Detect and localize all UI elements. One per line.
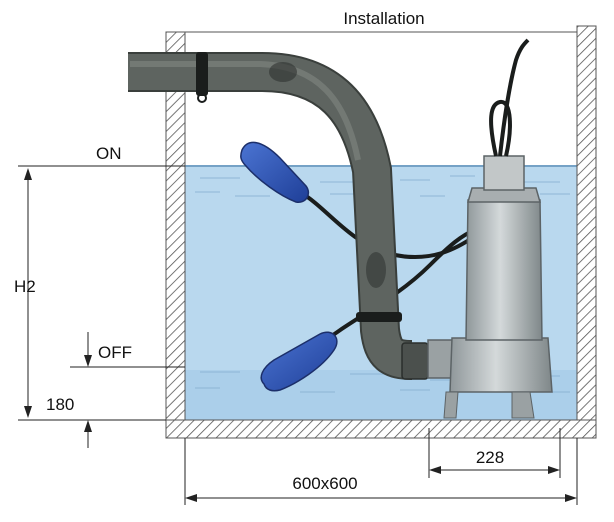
- label-h2: H2: [14, 277, 36, 296]
- pit-interior-edge: [184, 31, 578, 421]
- dim-600x600: [184, 438, 578, 505]
- water-ripples: [195, 175, 570, 393]
- upper-float-switch: [240, 141, 310, 203]
- label-228: 228: [476, 448, 504, 467]
- discharge-pipe: [128, 52, 429, 380]
- pit-floor: [165, 419, 597, 439]
- h2-dimension: [24, 168, 32, 418]
- label-180: 180: [46, 395, 74, 414]
- pit-wall-right: [576, 25, 597, 439]
- label-on: ON: [96, 144, 122, 163]
- lower-float-cable: [318, 228, 476, 347]
- lower-float-switch: [260, 331, 338, 392]
- dim-228: [428, 428, 561, 478]
- label-600x600: 600x600: [292, 474, 357, 493]
- pit-wall-left: [165, 31, 186, 439]
- dim-180: [84, 332, 92, 448]
- label-off: OFF: [98, 343, 132, 362]
- diagram-title: Installation: [343, 9, 424, 28]
- submersible-pump: [427, 38, 553, 419]
